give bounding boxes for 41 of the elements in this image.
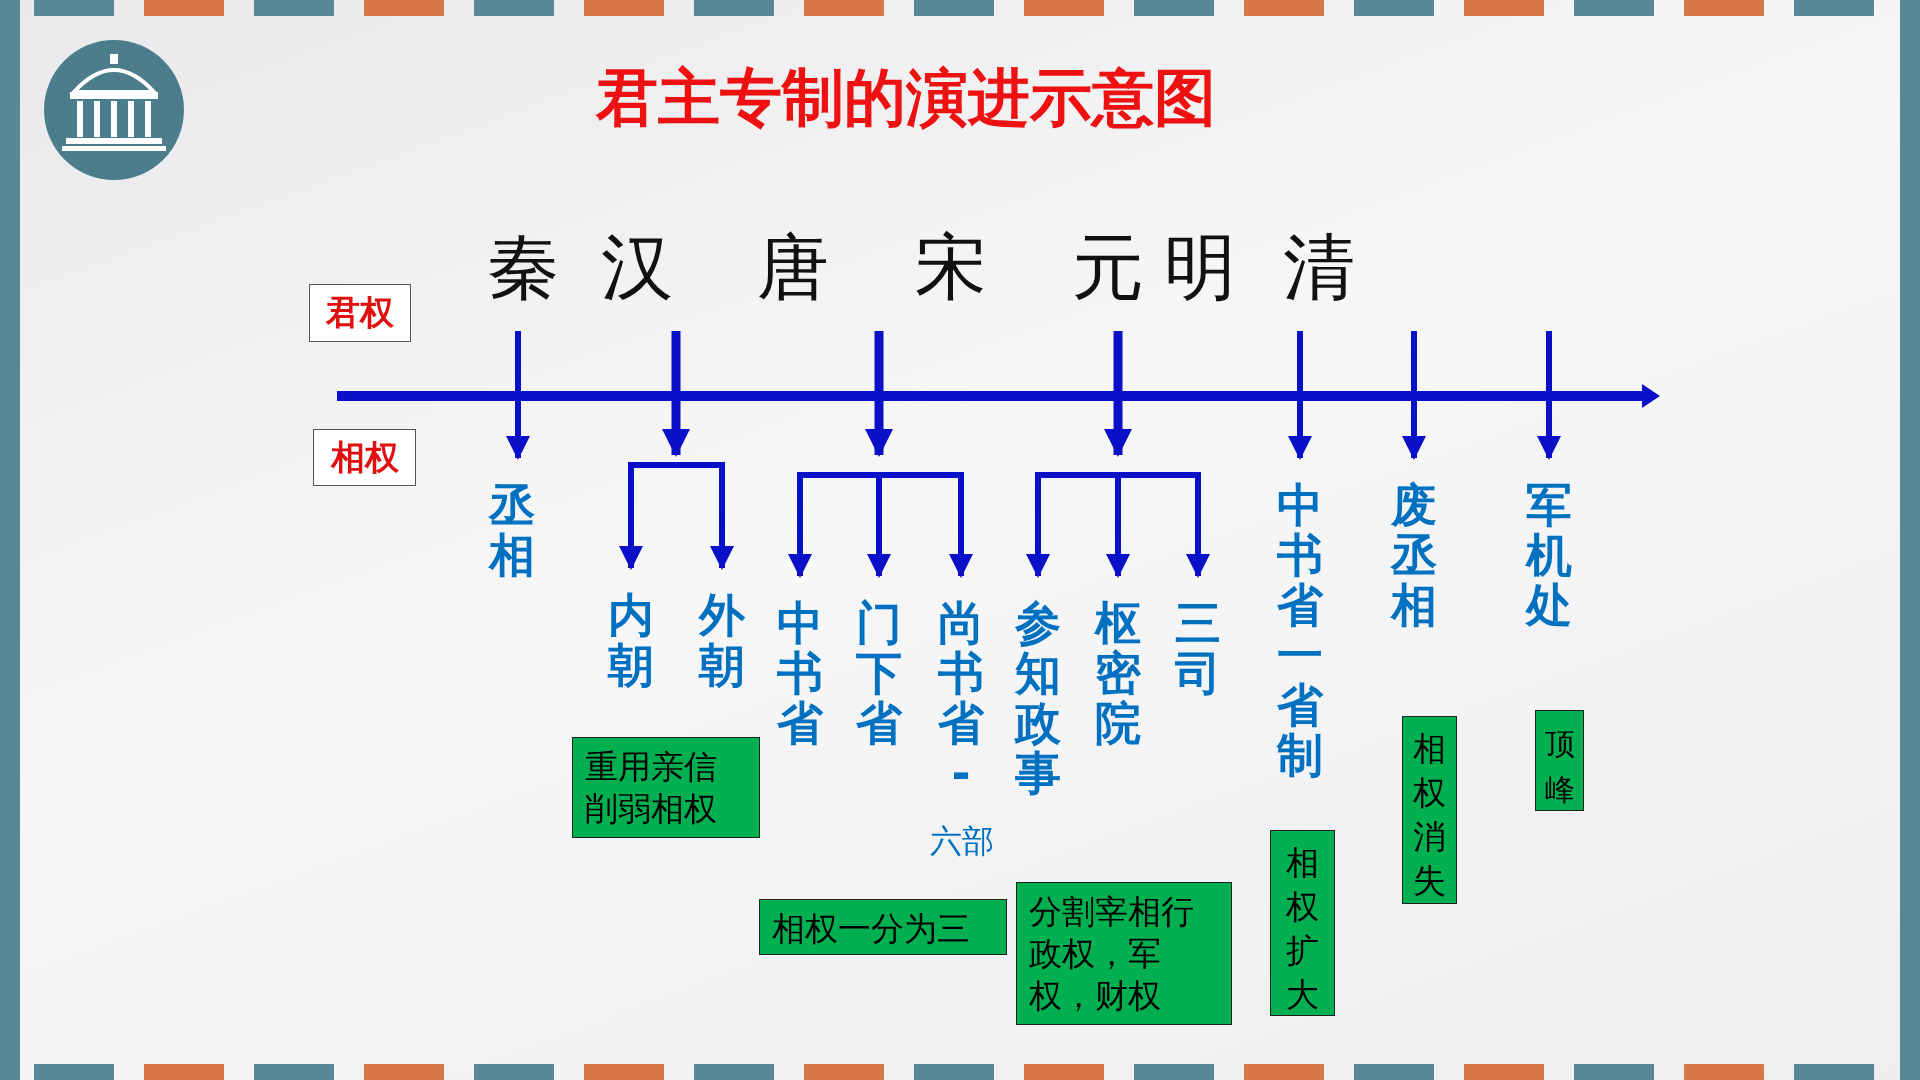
period-label: 秦 — [486, 226, 560, 308]
label-box: 君权 — [309, 284, 411, 342]
arrow — [676, 462, 734, 570]
office-label: 军机处 — [1522, 458, 1576, 658]
office-label: 外朝 — [695, 568, 749, 698]
period-label: 清 — [1282, 226, 1356, 308]
office-label: 中书省 — [773, 576, 827, 766]
note-box: 重用亲信削弱相权 — [572, 737, 760, 838]
arrow — [1106, 475, 1130, 578]
office-label: 内朝 — [604, 568, 658, 698]
period-label: 唐 — [756, 226, 830, 308]
note-text: 六部 — [930, 821, 994, 862]
office-label: 参知政事 — [1011, 576, 1065, 826]
arrow — [1537, 331, 1561, 460]
arrow — [619, 462, 676, 570]
title: 君主专制的演进示意图 — [594, 62, 1217, 134]
arrow — [867, 475, 891, 578]
office-label: 中书省一省制 — [1273, 458, 1327, 788]
arrow — [1288, 331, 1312, 460]
office-label: 尚书省- — [934, 576, 988, 816]
office-label: 丞相 — [485, 458, 539, 608]
arrow — [506, 331, 530, 460]
period-label: 汉 — [600, 226, 674, 308]
label-box: 相权 — [313, 429, 416, 486]
office-label: 门下省 — [852, 576, 906, 766]
arrow — [1118, 472, 1210, 578]
note-box: 相权扩大 — [1270, 830, 1335, 1016]
period-label: 宋 — [914, 226, 988, 308]
arrow — [788, 472, 879, 578]
note-box: 相权消失 — [1402, 716, 1457, 904]
office-label: 废丞相 — [1387, 458, 1441, 658]
arrow — [879, 472, 973, 578]
office-label: 枢密院 — [1091, 576, 1145, 766]
arrow — [1402, 331, 1426, 460]
period-label: 元 — [1071, 226, 1145, 308]
note-box: 分割宰相行政权，军权，财权 — [1016, 882, 1232, 1025]
office-label: 三司 — [1171, 576, 1225, 716]
note-box: 顶峰 — [1535, 710, 1584, 811]
note-box: 相权一分为三 — [759, 899, 1007, 955]
arrow — [1026, 472, 1118, 578]
period-label: 明 — [1163, 226, 1237, 308]
